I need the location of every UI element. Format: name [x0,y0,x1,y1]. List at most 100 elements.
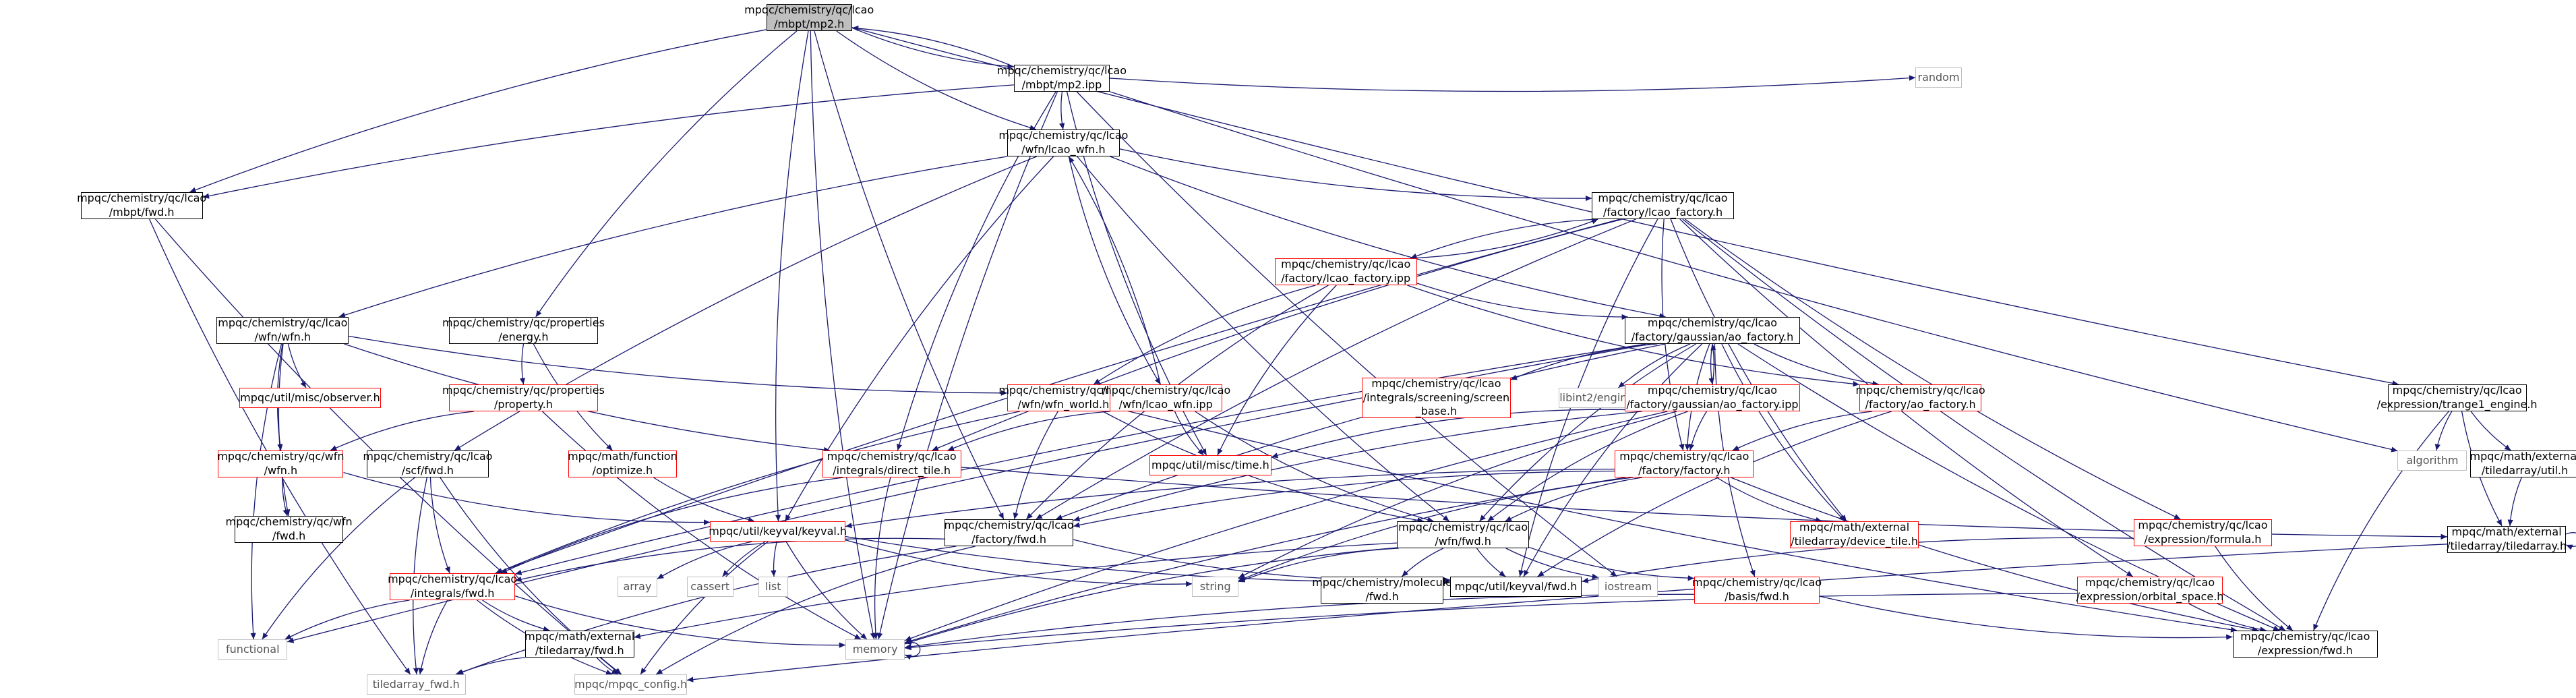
edge-lcao-wfn-fwd-to-keyval-fwd [1476,548,1506,577]
node-properties-property[interactable]: mpqc/chemistry/qc/properties /property.h [442,384,605,411]
edge-gaussian-ao-factory-h-to-integrals-fwd [515,343,1646,575]
edge-lcao-factory-h-to-expression-fwd [1682,219,2286,631]
edge-factory-factory-to-factory-fwd [1073,470,1615,528]
node-screening-screen-base[interactable]: mpqc/chemistry/qc/lcao /integrals/screen… [1362,376,1511,418]
edge-lcao-wfn-h-to-lcao-factory-h [1119,148,1592,202]
edge-factory-factory-to-memory [905,477,1626,644]
edge-orbital-space-to-expression-fwd [2188,603,2267,633]
edge-tiledarray-fwd-ext-to-tiledarray-fwd [456,657,525,675]
node-orbital-space[interactable]: mpqc/chemistry/qc/lcao /expression/orbit… [2076,576,2224,604]
edge-memory-to-memory [905,642,921,660]
edge-keyval-to-keyval-fwd [845,535,1450,585]
node-trange1-engine[interactable]: mpqc/chemistry/qc/lcao /expression/trang… [2376,384,2538,411]
edge-gaussian-ao-factory-h-to-libint2-engine [1618,343,1691,388]
edge-lcao-wfn-ipp-to-misc-time [1174,411,1204,456]
edge-basis-fwd-to-expression-fwd [1820,595,2233,640]
node-expression-fwd[interactable]: mpqc/chemistry/qc/lcao /expression/fwd.h [2232,630,2378,658]
edge-wfn-world-h-to-expression-fwd [1119,408,2238,633]
node-mp2-h[interactable]: mpqc/chemistry/qc/lcao /mbpt/mp2.h [744,3,874,31]
edge-gaussian-ao-factory-ipp-to-memory [905,411,1668,641]
edge-gaussian-ao-factory-h-to-factory-fwd [1055,343,1666,520]
node-lcao-factory-ipp[interactable]: mpqc/chemistry/qc/lcao /factory/lcao_fac… [1274,258,1417,285]
node-function-optimize[interactable]: mpqc/math/function /optimize.h [568,450,678,477]
node-factory-ao-factory[interactable]: mpqc/chemistry/qc/lcao /factory/ao_facto… [1855,384,1985,411]
node-wfn-wfn-h[interactable]: mpqc/chemistry/qc/lcao /wfn/wfn.h [216,316,349,344]
edge-factory-factory-to-expression-fwd [1731,477,2259,633]
node-lcao-wfn-ipp[interactable]: mpqc/chemistry/qc/lcao /wfn/lcao_wfn.ipp [1101,384,1231,411]
node-lcao-factory-h[interactable]: mpqc/chemistry/qc/lcao /factory/lcao_fac… [1592,192,1734,219]
node-functional[interactable]: functional [218,639,288,660]
node-qc-wfn-fwd[interactable]: mpqc/chemistry/qc/wfn /fwd.h [225,515,353,543]
edge-properties-property-to-qc-wfn-wfn [330,411,475,451]
edge-mp2-ipp-to-mbpt-fwd [202,84,1014,199]
edge-gaussian-ao-factory-ipp-to-gaussian-ao-factory-h [1710,343,1716,385]
edge-qc-wfn-wfn-to-qc-wfn-fwd [282,477,289,517]
edge-mp2-h-to-properties-energy [535,30,798,318]
edge-lcao-wfn-ipp-to-lcao-wfn-fwd [1195,411,1434,523]
node-string[interactable]: string [1192,577,1238,597]
node-expression-formula[interactable]: mpqc/chemistry/qc/lcao /expression/formu… [2133,519,2273,546]
node-integrals-fwd[interactable]: mpqc/chemistry/qc/lcao /integrals/fwd.h [388,573,518,600]
edge-scf-fwd-to-functional [262,477,415,640]
node-mp2-ipp[interactable]: mpqc/chemistry/qc/lcao /mbpt/mp2.ipp [996,64,1127,92]
node-keyval-fwd[interactable]: mpqc/util/keyval/fwd.h [1449,577,1582,597]
node-iostream[interactable]: iostream [1598,577,1658,597]
node-lcao-wfn-fwd[interactable]: mpqc/chemistry/qc/lcao /wfn/fwd.h [1397,521,1530,548]
edge-lcao-wfn-fwd-to-molecule-fwd [1401,548,1444,577]
node-direct-tile[interactable]: mpqc/chemistry/qc/lcao /integrals/direct… [822,450,961,477]
edge-trange1-engine-to-algorithm [2434,411,2453,451]
node-random[interactable]: random [1915,67,1962,88]
node-tiledarray-util[interactable]: mpqc/math/external /tiledarray/util.h [2470,450,2576,477]
edge-lcao-factory-ipp-to-lcao-factory-h [1410,219,1598,259]
node-properties-energy[interactable]: mpqc/chemistry/qc/properties /energy.h [442,316,605,344]
node-array[interactable]: array [618,577,657,597]
edge-factory-factory-to-device-tile [1716,477,1822,523]
edge-lcao-wfn-h-to-lcao-wfn-fwd [1077,156,1450,522]
edge-keyval-to-string [845,540,1193,587]
node-gaussian-ao-factory-h[interactable]: mpqc/chemistry/qc/lcao /factory/gaussian… [1625,316,1800,344]
node-tiledarray-h[interactable]: mpqc/math/external /tiledarray/tiledarra… [2447,525,2567,553]
node-device-tile[interactable]: mpqc/math/external /tiledarray/device_ti… [1790,521,1919,548]
node-molecule-fwd[interactable]: mpqc/chemistry/molecule /fwd.h [1312,576,1453,604]
edge-tiledarray-util-to-tiledarray-h [2507,477,2522,527]
node-keyval[interactable]: mpqc/util/keyval/keyval.h [709,521,847,542]
node-memory[interactable]: memory [845,639,905,660]
edge-lcao-wfn-fwd-to-basis-fwd [1528,546,1695,581]
edge-keyval-to-list [771,541,778,577]
edge-wfn-wfn-h-to-wfn-world-h [349,335,1008,396]
edge-properties-energy-to-properties-property [519,343,526,385]
node-mpqc-config[interactable]: mpqc/mpqc_config.h [574,674,687,695]
edge-tiledarray-fwd-ext-to-mpqc-config [596,657,618,675]
edge-wfn-world-h-to-integrals-fwd [496,411,1020,574]
edge-factory-fwd-to-integrals-fwd [515,537,945,582]
node-libint2-engine[interactable]: libint2/engine.h [1559,388,1645,408]
edge-lcao-wfn-ipp-to-direct-tile [947,411,1110,451]
edge-wfn-wfn-h-to-observer [287,343,307,388]
node-lcao-wfn-h[interactable]: mpqc/chemistry/qc/lcao /wfn/lcao_wfn.h [998,129,1129,156]
node-tiledarray-fwd[interactable]: tiledarray_fwd.h [366,674,466,695]
node-factory-factory[interactable]: mpqc/chemistry/qc/lcao /factory/factory.… [1615,450,1754,477]
node-gaussian-ao-factory-ipp[interactable]: mpqc/chemistry/qc/lcao /factory/gaussian… [1625,384,1800,411]
edge-lcao-factory-ipp-to-wfn-world-h [1093,285,1316,385]
edge-keyval-to-cassert [722,541,766,577]
edge-tiledarray-h-to-mpqc-config [686,544,2447,682]
edge-lcao-wfn-fwd-to-iostream [1505,548,1599,579]
node-qc-wfn-wfn[interactable]: mpqc/chemistry/qc/wfn /wfn.h [217,450,345,477]
node-wfn-world-h[interactable]: mpqc/chemistry/qc/lcao /wfn/wfn_world.h [998,384,1129,411]
node-mbpt-fwd[interactable]: mpqc/chemistry/qc/lcao /mbpt/fwd.h [77,192,207,219]
node-scf-fwd[interactable]: mpqc/chemistry/qc/lcao /scf/fwd.h [363,450,493,477]
node-observer[interactable]: mpqc/util/misc/observer.h [239,388,382,408]
edge-mp2-ipp-to-lcao-wfn-h [1059,91,1065,130]
node-factory-fwd[interactable]: mpqc/chemistry/qc/lcao /factory/fwd.h [944,519,1074,546]
node-cassert[interactable]: cassert [686,577,733,597]
edge-integrals-fwd-to-functional [284,600,410,640]
node-algorithm[interactable]: algorithm [2397,450,2467,471]
node-tiledarray-fwd-ext[interactable]: mpqc/math/external /tiledarray/fwd.h [525,630,635,658]
node-misc-time[interactable]: mpqc/util/misc/time.h [1149,455,1271,475]
node-list[interactable]: list [758,577,788,597]
node-basis-fwd[interactable]: mpqc/chemistry/qc/lcao /basis/fwd.h [1692,576,1822,604]
edge-lcao-factory-h-to-direct-tile [932,219,1623,451]
edge-lcao-factory-ipp-to-factory-ao-factory [1407,285,1860,387]
edge-mp2-h-to-memory [810,30,876,640]
